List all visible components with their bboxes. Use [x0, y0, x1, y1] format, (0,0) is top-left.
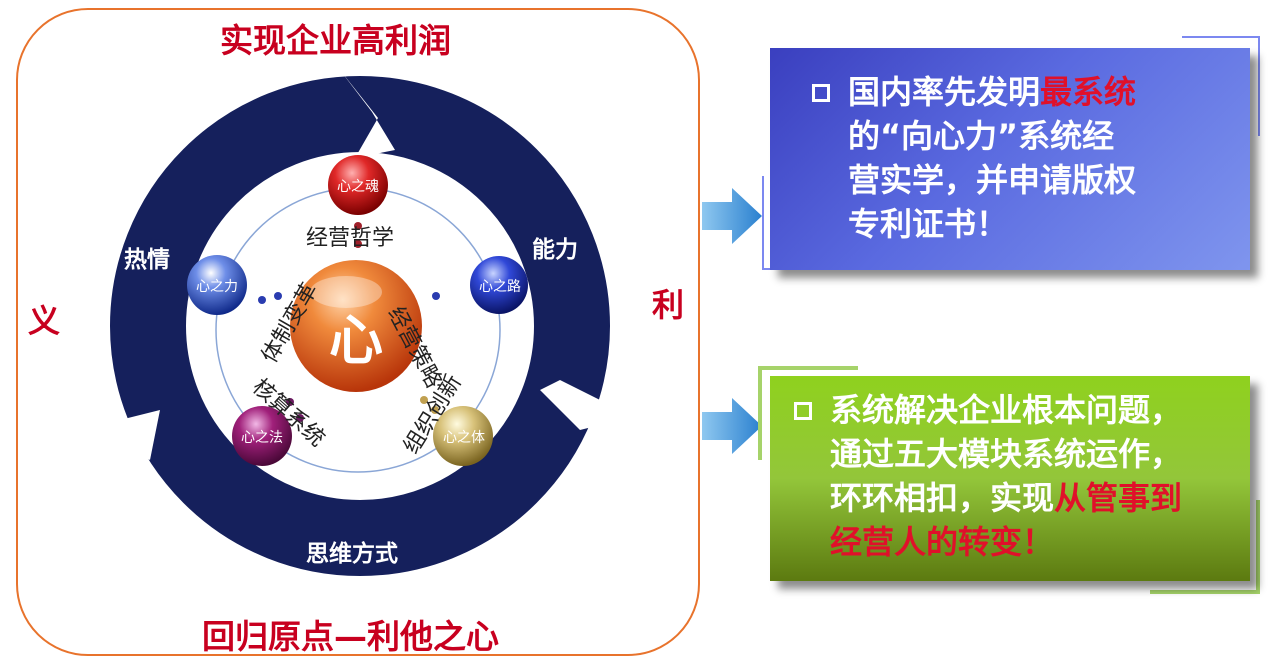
innovation-box: 国内率先发明最系统 的“向心力”系统经 营实学，并申请版权 专利证书！: [770, 48, 1250, 270]
box2-highlight: 从管事到: [1054, 479, 1183, 517]
box2-line4: 经营人的转变！: [830, 523, 1055, 561]
ring-label-thinking: 思维方式: [306, 541, 398, 567]
node-law-label: 心之法: [241, 430, 283, 446]
box1-deco-frame: [1182, 36, 1260, 136]
node-body-label: 心之体: [443, 430, 485, 446]
outer-frame: [16, 8, 700, 656]
bottom-title: 回归原点—利他之心: [202, 617, 499, 656]
node-body-sphere: [433, 406, 493, 466]
bullet-square-icon: [794, 402, 812, 420]
node-way-sphere: [470, 256, 528, 314]
node-way-label: 心之路: [479, 279, 521, 295]
center-sphere: [290, 260, 422, 392]
box1-line4: 专利证书！: [848, 205, 1009, 243]
box2-line3: 环环相扣，实现: [830, 479, 1055, 517]
box2-deco-frame: [758, 366, 858, 460]
solution-box: 系统解决企业根本问题， 通过五大模块系统运作， 环环相扣，实现从管事到 经营人的…: [770, 376, 1250, 581]
node-law-sphere: [232, 406, 292, 466]
ring-notch-left: [120, 410, 160, 460]
box1-line3: 营实学，并申请版权: [848, 161, 1137, 199]
box1-line2: 的“向心力”系统经: [848, 117, 1115, 155]
right-char-li: 利: [652, 286, 685, 324]
node-soul-label: 心之魂: [337, 179, 379, 195]
ring-label-ability: 能力: [532, 237, 578, 263]
node-soul-sphere: [328, 155, 388, 215]
node-force-label: 心之力: [196, 279, 238, 295]
box2-line1: 系统解决企业根本问题，: [830, 391, 1183, 429]
box1-line1: 国内率先发明: [848, 73, 1041, 111]
outer-ring: [110, 76, 610, 576]
node-force-sphere: [187, 255, 247, 315]
bullet-square-icon: [812, 84, 830, 102]
arrow-right-icon: [702, 188, 762, 244]
box1-highlight: 最系统: [1040, 73, 1137, 111]
top-title: 实现企业高利润: [220, 21, 451, 60]
label-philosophy: 经营哲学: [306, 226, 395, 251]
ring-notch-top: [340, 70, 395, 158]
box2-deco-frame: [1150, 500, 1260, 594]
arrow-right-icon: [702, 398, 762, 454]
ring-label-passion: 热情: [124, 247, 170, 273]
left-char-yi: 义: [28, 302, 61, 340]
box2-line2: 通过五大模块系统运作，: [830, 435, 1183, 473]
center-heart-char: 心: [329, 308, 383, 372]
ring-notch-right: [540, 380, 620, 430]
